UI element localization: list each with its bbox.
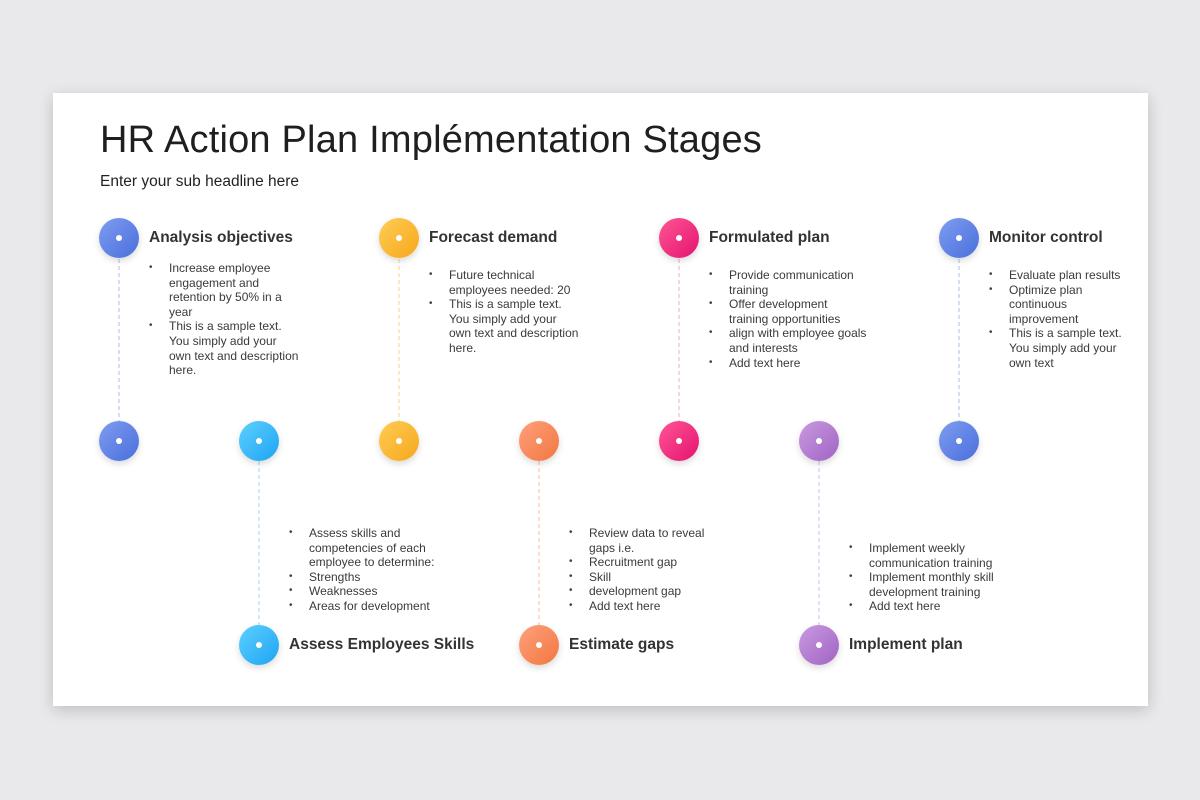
list-item: Assess skills and competencies of each e… [289, 526, 444, 570]
list-item: Skill [569, 570, 719, 585]
list-item: This is a sample text. You simply add yo… [149, 319, 299, 377]
page-title: HR Action Plan Implémentation Stages [100, 119, 762, 161]
bullet-list-assess-skills: Assess skills and competencies of each e… [289, 526, 444, 614]
stage-icon-monitor-control [939, 218, 979, 258]
stage-icon-forecast-demand [379, 218, 419, 258]
stage-title-assess-skills: Assess Employees Skills [289, 636, 475, 653]
list-item: Implement monthly skill development trai… [849, 570, 1009, 599]
stage-icon-assess-skills [239, 625, 279, 665]
list-item: development gap [569, 584, 719, 599]
timeline-connectors [118, 238, 1148, 625]
list-item: Recruitment gap [569, 555, 719, 570]
list-item: Add text here [569, 599, 719, 614]
axis-node-assess-skills [239, 421, 279, 461]
axis-node-estimate-gaps [519, 421, 559, 461]
axis-node-analysis-objectives [99, 421, 139, 461]
list-item: Increase employee engagement and retenti… [149, 261, 299, 319]
stage-title-forecast-demand: Forecast demand [429, 229, 558, 246]
stage-icon-estimate-gaps [519, 625, 559, 665]
list-item: Future technical employees needed: 20 [429, 268, 579, 297]
bullet-list-implement-plan: Implement weekly communication training … [849, 541, 1009, 614]
list-item: Offer development training opportunities [709, 297, 869, 326]
list-item: Review data to reveal gaps i.e. [569, 526, 719, 555]
list-item: Optimize plan continuous improvement [989, 283, 1129, 327]
list-item: Provide communication training [709, 268, 869, 297]
stage-icon-formulated-plan [659, 218, 699, 258]
list-item: Evaluate plan results [989, 268, 1129, 283]
bullet-list-formulated-plan: Provide communication training Offer dev… [709, 268, 869, 370]
list-item: This is a sample text. You simply add yo… [989, 326, 1129, 370]
stage-icon-analysis-objectives [99, 218, 139, 258]
stage-icon-implement-plan [799, 625, 839, 665]
stage-title-monitor-control: Monitor control [989, 229, 1103, 246]
slide: HR Action Plan Implémentation Stages Ent… [53, 93, 1148, 706]
list-item: Add text here [709, 356, 869, 371]
axis-node-monitor-control [939, 421, 979, 461]
bullet-list-monitor-control: Evaluate plan results Optimize plan cont… [989, 268, 1129, 370]
stage-title-implement-plan: Implement plan [849, 636, 963, 653]
axis-node-formulated-plan [659, 421, 699, 461]
list-item: Implement weekly communication training [849, 541, 1009, 570]
stage-title-formulated-plan: Formulated plan [709, 229, 830, 246]
stage-title-analysis-objectives: Analysis objectives [149, 229, 293, 246]
axis-node-implement-plan [799, 421, 839, 461]
axis-node-forecast-demand [379, 421, 419, 461]
list-item: Weaknesses [289, 584, 444, 599]
bullet-list-analysis-objectives: Increase employee engagement and retenti… [149, 261, 299, 378]
bullet-list-estimate-gaps: Review data to reveal gaps i.e. Recruitm… [569, 526, 719, 614]
list-item: Areas for development [289, 599, 444, 614]
list-item: align with employee goals and interests [709, 326, 869, 355]
stage-title-estimate-gaps: Estimate gaps [569, 636, 675, 653]
list-item: This is a sample text. You simply add yo… [429, 297, 579, 355]
bullet-list-forecast-demand: Future technical employees needed: 20 Th… [429, 268, 579, 356]
page-subtitle: Enter your sub headline here [100, 173, 300, 190]
list-item: Strengths [289, 570, 444, 585]
list-item: Add text here [849, 599, 1009, 614]
